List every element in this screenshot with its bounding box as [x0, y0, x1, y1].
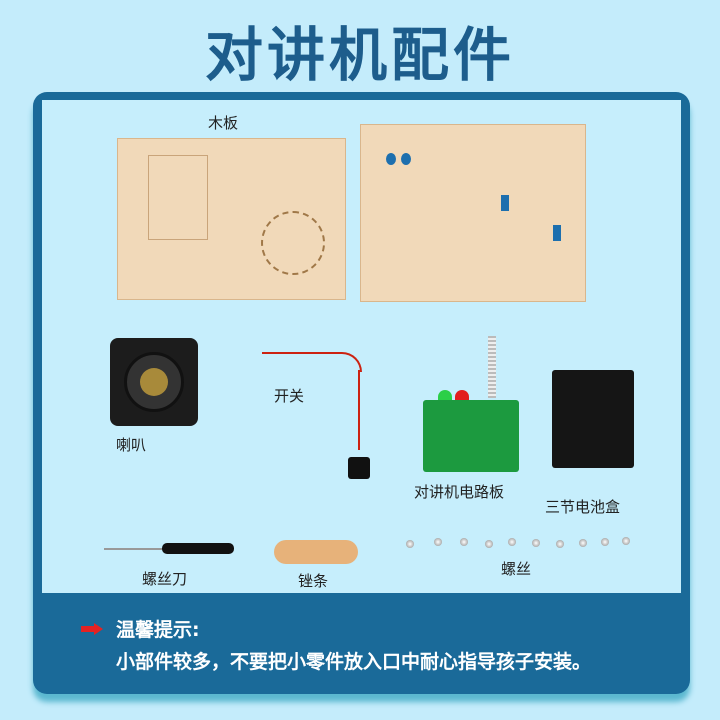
- switch-image: [348, 457, 370, 479]
- file-strip-image: [274, 540, 358, 564]
- label-screws: 螺丝: [501, 560, 532, 578]
- screwdriver-shaft: [104, 548, 164, 550]
- parts-panel: 木板 喇叭 开关 对讲机电路板 三节电池盒 螺丝刀 锉条: [33, 92, 690, 694]
- label-circuit-board: 对讲机电路板: [414, 483, 505, 501]
- screwdriver-handle: [162, 543, 234, 554]
- label-screwdriver: 螺丝刀: [142, 570, 188, 588]
- label-battery-box: 三节电池盒: [545, 498, 621, 516]
- antenna-spring: [488, 336, 496, 398]
- arrow-right-icon: [81, 623, 103, 635]
- battery-box-image: [552, 370, 634, 468]
- tips-heading: 温馨提示:: [116, 619, 200, 641]
- label-wood-board: 木板: [208, 114, 239, 132]
- label-file-strip: 锉条: [298, 572, 329, 590]
- circuit-board-image: [423, 400, 519, 472]
- label-switch: 开关: [274, 387, 305, 405]
- page-title: 对讲机配件: [204, 21, 515, 89]
- tips-text: 小部件较多，不要把小零件放入口中耐心指导孩子安装。: [116, 651, 592, 673]
- tips-box: 温馨提示: 小部件较多，不要把小零件放入口中耐心指导孩子安装。: [33, 593, 690, 694]
- label-speaker: 喇叭: [116, 436, 147, 454]
- wood-board-left: [117, 138, 346, 300]
- wood-board-right: [360, 124, 586, 302]
- speaker-image: [110, 338, 198, 426]
- parts-area: 木板 喇叭 开关 对讲机电路板 三节电池盒 螺丝刀 锉条: [42, 100, 681, 593]
